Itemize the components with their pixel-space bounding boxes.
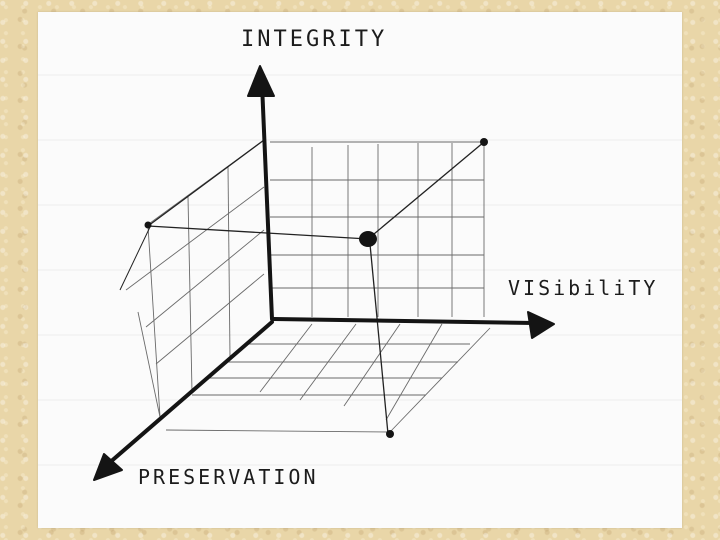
side-grid (125, 139, 265, 418)
back-grid (270, 141, 485, 317)
preservation-label: PRESERVATION (138, 465, 319, 489)
projection-lines (119, 139, 485, 435)
integrity-arrow-icon (247, 65, 275, 97)
preservation-arrow-icon (93, 453, 123, 481)
main-data-point (359, 231, 377, 247)
visibility-axis (272, 317, 536, 325)
integrity-label: INTEGRITY (241, 27, 387, 52)
ruled-lines (38, 74, 682, 466)
3d-axis-sketch: INTEGRITY VISibiliTY PRESERVATION (38, 27, 682, 489)
main-axes (106, 82, 536, 466)
integrity-axis (260, 82, 274, 321)
back-corner-point (480, 138, 488, 146)
visibility-arrow-icon (527, 311, 555, 339)
paper-sheet: INTEGRITY VISibiliTY PRESERVATION (38, 12, 682, 528)
side-projection-point (144, 221, 152, 229)
floor-projection-point (386, 430, 394, 438)
arrow-heads (93, 65, 555, 481)
visibility-label: VISibiliTY (508, 276, 658, 300)
preservation-axis (106, 320, 274, 466)
floor-grid (165, 323, 491, 433)
plot-points (144, 138, 488, 438)
